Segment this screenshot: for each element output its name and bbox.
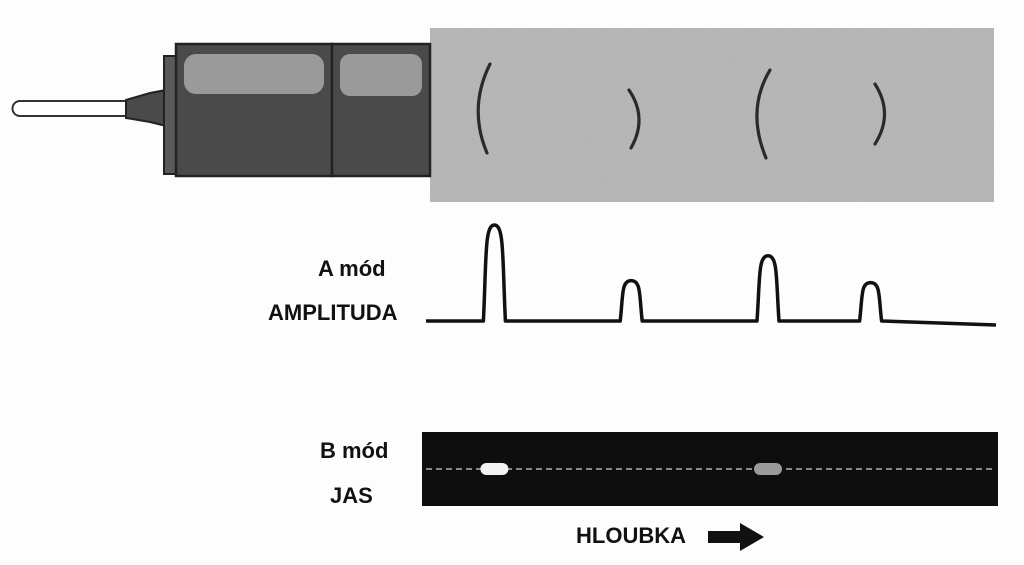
transducer-head-highlight — [340, 54, 422, 96]
transducer-body-highlight — [184, 54, 324, 94]
depth-label: HLOUBKA — [576, 523, 686, 548]
interface-arc-3 — [755, 68, 772, 160]
b-mode-spots — [480, 463, 782, 475]
b-mode-axis-label: JAS — [330, 483, 373, 508]
tissue-interfaces — [476, 62, 886, 160]
b-mode-spot-1 — [480, 463, 509, 475]
tissue-block — [430, 28, 994, 202]
interface-arc-4 — [873, 82, 886, 146]
transducer — [11, 42, 432, 178]
interface-arc-2 — [627, 88, 641, 150]
b-mode-spot-2 — [754, 463, 782, 475]
a-mode-title: A mód — [318, 256, 386, 281]
transducer-cable — [11, 100, 129, 117]
a-mode-axis-label: AMPLITUDA — [268, 300, 398, 325]
right-arrow-icon — [708, 523, 764, 551]
a-mode-trace — [426, 223, 997, 327]
b-mode-title: B mód — [320, 438, 389, 463]
transducer-neck — [125, 88, 167, 128]
interface-arc-1 — [476, 62, 492, 155]
